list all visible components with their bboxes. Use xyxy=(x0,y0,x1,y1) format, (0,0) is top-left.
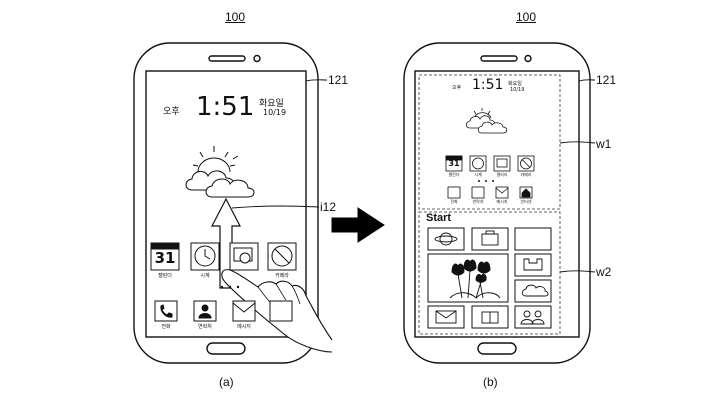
app-label-clock-b: 시계 xyxy=(474,172,482,177)
app-label-clock-a: 시계 xyxy=(200,273,210,279)
date-b: 10/19 xyxy=(510,87,525,93)
app-label-camera-a: 카메라 xyxy=(275,273,289,279)
leader-w2 xyxy=(559,270,596,273)
briefcase-icon xyxy=(481,230,499,246)
ampm-b: 오후 xyxy=(452,85,462,91)
app-icons-b-row1 xyxy=(445,155,535,172)
app-icons-b-row2 xyxy=(447,186,533,199)
app-label-calendar-a: 캘린더 xyxy=(158,273,172,279)
phone-b-home-button xyxy=(477,342,517,355)
phone-b-speaker xyxy=(480,55,518,62)
label-121-a: 121 xyxy=(328,73,349,87)
mail-tile-icon xyxy=(435,310,457,324)
clock-a: 1:51 xyxy=(196,92,255,122)
cloud-tile-icon xyxy=(521,284,549,297)
ampm-a: 오후 xyxy=(163,107,180,117)
weekday-b: 화요일 xyxy=(508,81,522,87)
people-tile-icon xyxy=(520,310,545,325)
leader-w1 xyxy=(559,141,596,144)
phone-a-home-button xyxy=(206,342,246,355)
phone-a-speaker xyxy=(208,55,246,62)
app-label-phone-a: 전화 xyxy=(161,324,171,330)
tulip-tile-icon xyxy=(449,259,501,299)
caption-a: (a) xyxy=(219,375,234,389)
start-label: Start xyxy=(426,212,452,224)
app-label-contacts-a: 연락처 xyxy=(198,324,212,330)
ref-100-b: 100 xyxy=(516,10,537,24)
calendar-icon-b[interactable]: 31 xyxy=(448,159,460,168)
window-w2 xyxy=(418,211,561,335)
leader-i12 xyxy=(231,205,320,209)
app-icons-a-row1 xyxy=(150,242,297,271)
gift-tile-icon xyxy=(481,311,499,324)
app-label-phone-b: 전화 xyxy=(450,199,458,204)
app-label-internet-b: 인터넷 xyxy=(520,199,532,204)
phone-a-body xyxy=(133,42,319,364)
ref-100-a: 100 xyxy=(225,10,246,24)
phone-b-camera xyxy=(524,54,532,63)
globe-icon xyxy=(434,232,458,246)
phone-a-screen xyxy=(145,70,307,338)
app-label-gallery-b: 갤러리 xyxy=(496,172,508,177)
phone-b-screen xyxy=(414,70,580,338)
calendar-icon-a[interactable]: 31 xyxy=(154,249,176,267)
leader-121-a xyxy=(305,79,328,82)
label-i12: i12 xyxy=(320,200,337,214)
phone-a-camera xyxy=(253,54,261,63)
page-dots-b xyxy=(478,180,494,182)
label-121-b: 121 xyxy=(596,73,617,87)
window-w1 xyxy=(418,74,561,210)
calendar-tile-icon xyxy=(523,258,543,271)
app-label-messages-b: 메시지 xyxy=(496,199,508,204)
app-icons-a-row2 xyxy=(154,300,293,322)
transition-arrow xyxy=(331,207,385,243)
weather-icon-a xyxy=(185,146,255,198)
leader-121-b xyxy=(578,79,596,82)
weather-icon-b xyxy=(465,108,508,134)
page-dots-a xyxy=(220,285,240,289)
app-label-camera-b: 카메라 xyxy=(520,172,532,177)
app-label-contacts-b: 연락처 xyxy=(472,199,484,204)
phone-b-body xyxy=(403,42,591,364)
weekday-a: 화요일 xyxy=(259,99,284,109)
label-w2: w2 xyxy=(596,265,612,279)
app-label-calendar-b: 캘린더 xyxy=(448,172,460,177)
label-w1: w1 xyxy=(596,137,612,151)
start-grid xyxy=(427,227,552,329)
date-a: 10/19 xyxy=(263,108,287,117)
clock-b: 1:51 xyxy=(472,77,504,93)
app-label-messages-a: 메시지 xyxy=(237,324,251,330)
caption-b: (b) xyxy=(483,375,498,389)
